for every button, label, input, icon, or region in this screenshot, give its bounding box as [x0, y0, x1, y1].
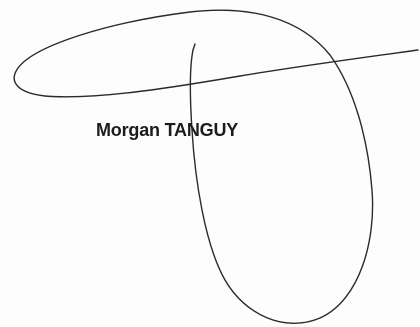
- signature-oval-stroke: [13, 9, 419, 325]
- signature-tick-stroke: [192, 43, 196, 51]
- signer-name: Morgan TANGUY: [96, 120, 239, 140]
